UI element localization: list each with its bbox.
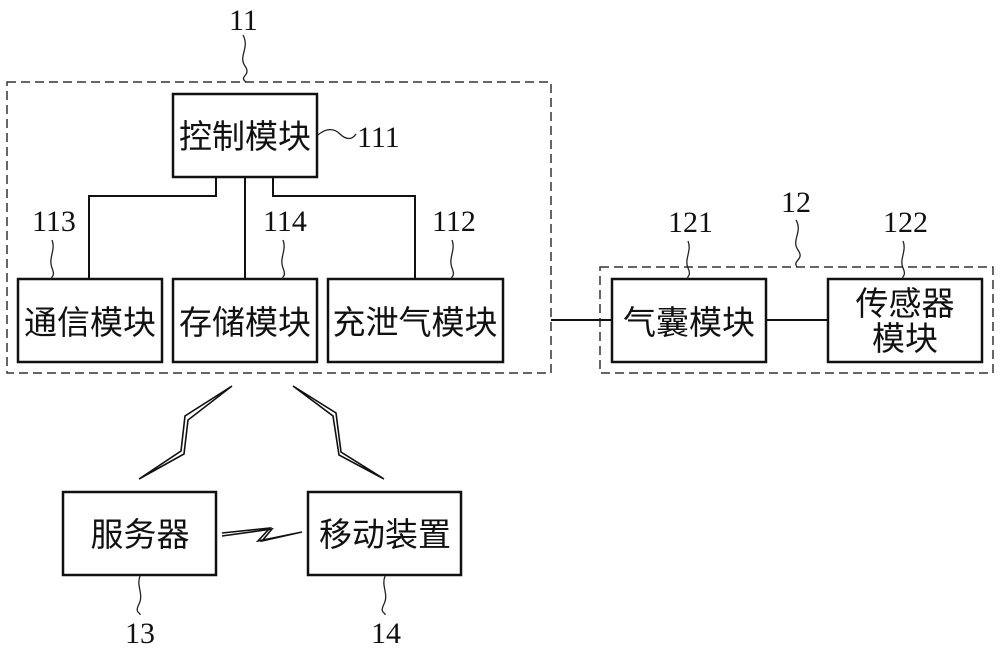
inflate-deflate-module: 充泄气模块 <box>326 277 505 364</box>
server-ref-leader <box>136 575 142 616</box>
storage-module: 存储模块 <box>171 277 319 364</box>
svg-text:气囊模块: 气囊模块 <box>623 303 755 342</box>
control-module: 控制模块 <box>171 92 319 179</box>
svg-text:传感器: 传感器 <box>856 284 955 323</box>
mobile-device-box: 移动装置 <box>306 490 463 577</box>
mobile-ref: 14 <box>371 617 401 650</box>
control-ref-leader <box>317 128 357 140</box>
group-11-ref: 11 <box>229 4 258 37</box>
svg-text:充泄气模块: 充泄气模块 <box>333 303 498 342</box>
svg-text:控制模块: 控制模块 <box>179 117 311 156</box>
inflate-ref: 112 <box>432 205 476 238</box>
airbag-ref: 121 <box>668 206 713 239</box>
group-11-leader <box>242 34 248 83</box>
svg-text:服务器: 服务器 <box>91 515 190 554</box>
comm-module: 通信模块 <box>16 277 164 364</box>
comm-ref: 113 <box>32 205 76 238</box>
airbag-ref-leader <box>686 240 691 280</box>
mobile-ref-leader <box>381 575 387 616</box>
comm-ref-leader <box>50 239 55 280</box>
wireless-link-server-mobile-icon <box>221 526 303 543</box>
sensor-ref-leader <box>901 240 906 280</box>
inflate-ref-leader <box>450 239 455 280</box>
sensor-module: 传感器 模块 <box>826 277 984 364</box>
group-12-leader <box>795 219 801 268</box>
server-box: 服务器 <box>61 490 218 577</box>
group-11-boundary <box>6 81 552 374</box>
svg-text:移动装置: 移动装置 <box>319 515 451 554</box>
svg-text:通信模块: 通信模块 <box>24 303 156 342</box>
svg-text:存储模块: 存储模块 <box>179 303 311 342</box>
control-ref: 111 <box>357 121 400 154</box>
storage-ref-leader <box>281 239 286 280</box>
wire-control-comm <box>88 177 217 279</box>
wire-control-inflate <box>272 177 416 279</box>
storage-ref: 114 <box>263 205 307 238</box>
server-ref: 13 <box>125 617 155 650</box>
sensor-ref: 122 <box>883 206 928 239</box>
group-12-ref: 12 <box>781 186 811 219</box>
svg-text:模块: 模块 <box>872 319 938 358</box>
airbag-module: 气囊模块 <box>610 277 768 364</box>
wireless-link-11-server-icon <box>138 385 233 480</box>
wireless-link-11-mobile-icon <box>292 385 385 480</box>
